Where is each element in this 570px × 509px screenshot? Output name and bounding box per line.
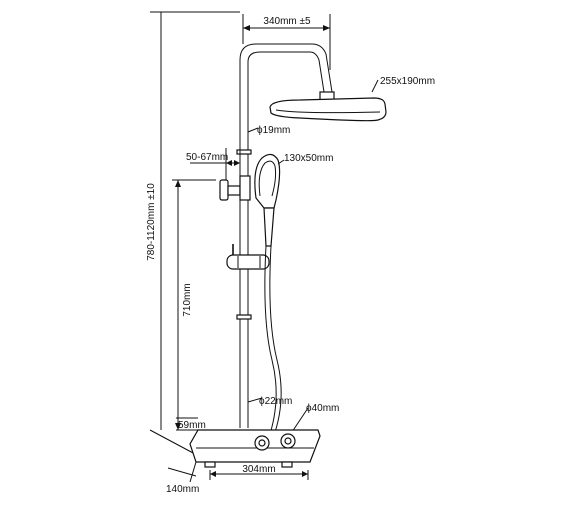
- valve-height-label: 59mm: [178, 420, 206, 431]
- outlet-diameter: ϕ40mm: [291, 403, 339, 433]
- upper-pipe-diameter: ϕ19mm: [247, 125, 290, 136]
- valve-depth-label: 140mm: [166, 484, 199, 495]
- slider-height-label: 710mm: [182, 283, 193, 316]
- valve-bar: [189, 429, 321, 468]
- total-height-label: 780-1120mm ±10: [146, 183, 157, 261]
- hand-shower: 130x50mm: [254, 153, 333, 247]
- shower-head: 255x190mm: [269, 76, 435, 122]
- valve-width-label: 304mm: [242, 464, 275, 475]
- wall-bracket: 50-67mm: [186, 148, 251, 201]
- lower-pipe-dia-label: ϕ22mm: [259, 396, 292, 407]
- upper-pipe-dia-label: ϕ19mm: [257, 125, 290, 136]
- slider-height-dimension: 710mm: [172, 179, 216, 430]
- head-size-label: 255x190mm: [380, 76, 435, 87]
- slider: [226, 244, 270, 270]
- handset-size-label: 130x50mm: [284, 153, 333, 164]
- riser-pipe: [236, 43, 333, 428]
- lower-pipe-diameter: ϕ22mm: [247, 396, 292, 407]
- arm-reach-dimension: 340mm ±5: [242, 14, 331, 70]
- arm-reach-label: 340mm ±5: [263, 16, 311, 27]
- outlet-dia-label: ϕ40mm: [306, 403, 339, 414]
- valve-width-dimension: 304mm: [209, 464, 309, 480]
- valve-height-dimension: 59mm: [176, 417, 206, 431]
- total-height-dimension: 780-1120mm ±10: [146, 11, 240, 455]
- valve-depth-dimension: 140mm: [166, 461, 199, 495]
- bracket-offset-label: 50-67mm: [186, 152, 228, 163]
